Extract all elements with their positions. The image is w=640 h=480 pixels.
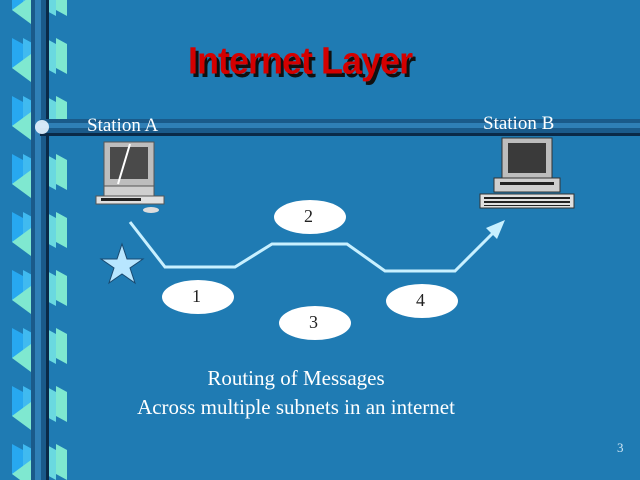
- ribbon-segment: [56, 0, 67, 16]
- horizontal-bar: [35, 119, 640, 136]
- hop-3-bubble: [279, 306, 351, 340]
- ribbon-fold: [12, 460, 31, 480]
- ribbon-fold: [12, 344, 31, 372]
- ribbon-fold: [12, 0, 31, 24]
- ribbon-segment: [56, 444, 67, 480]
- ribbon-segment: [56, 328, 67, 364]
- hop-3-label: 3: [309, 312, 318, 332]
- hop-2-bubble: [274, 200, 346, 234]
- station-a-label: Station A: [87, 115, 159, 136]
- slide-title: Internet Layer: [188, 38, 413, 82]
- page-number: 3: [617, 440, 624, 455]
- ribbon-segment: [56, 386, 67, 422]
- computer-a-icon: [95, 141, 165, 213]
- ribbon-fold: [12, 286, 31, 314]
- hop-1-bubble: [162, 280, 234, 314]
- station-b-label: Station B: [483, 113, 555, 134]
- ribbon-fold: [12, 54, 31, 82]
- hop-2-label: 2: [304, 206, 313, 226]
- ribbon-fold: [12, 402, 31, 430]
- computer-b-icon: [479, 137, 575, 209]
- hop-1-label: 1: [192, 286, 201, 306]
- star-icon: [99, 242, 145, 285]
- caption-line-1: Routing of Messages: [207, 366, 385, 390]
- ribbon-segment: [56, 212, 67, 248]
- ribbon-fold: [12, 228, 31, 256]
- route-path: [128, 221, 500, 273]
- ribbon-fold: [12, 170, 31, 198]
- ribbon-segment: [56, 270, 67, 306]
- caption-line-2: Across multiple subnets in an internet: [137, 395, 455, 419]
- hop-4-label: 4: [416, 290, 425, 310]
- ribbon-fold: [12, 112, 31, 140]
- ribbon-segment: [56, 38, 67, 74]
- ribbon-segment: [56, 154, 67, 190]
- hop-4-bubble: [386, 284, 458, 318]
- arrow-head-icon: [486, 220, 505, 239]
